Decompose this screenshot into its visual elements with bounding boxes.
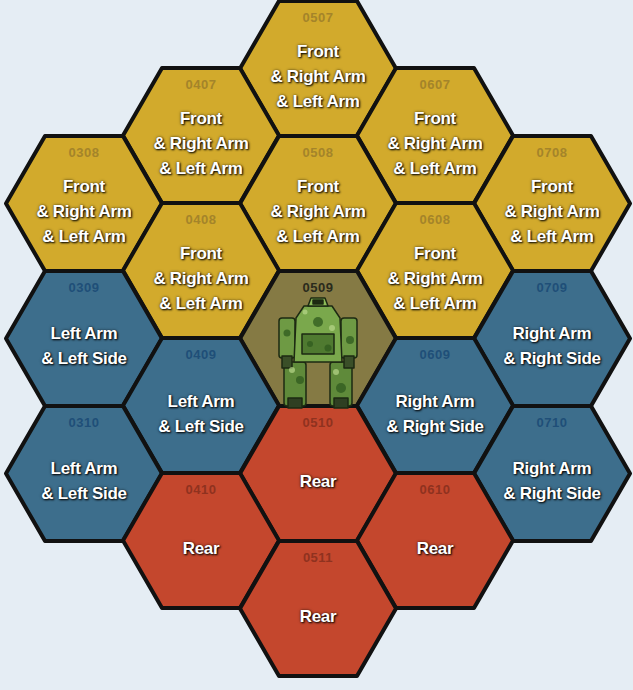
hex-number: 0610 <box>357 482 513 497</box>
arc-label: Right Arm & Right Side <box>482 456 622 506</box>
hex-number: 0710 <box>474 415 630 430</box>
hex-number: 0309 <box>6 280 162 295</box>
hex-number: 0507 <box>240 10 396 25</box>
arc-label: Front & Right Arm & Left Arm <box>131 106 271 181</box>
arc-label: Rear <box>131 536 271 561</box>
arc-label: Left Arm & Left Side <box>14 456 154 506</box>
arc-label: Front & Right Arm & Left Arm <box>248 39 388 114</box>
arc-label: Rear <box>248 604 388 629</box>
arc-label: Front & Right Arm & Left Arm <box>14 174 154 249</box>
hex-number: 0608 <box>357 212 513 227</box>
hex-number: 0409 <box>123 347 279 362</box>
hex-cell: 0511Rear <box>240 541 396 676</box>
arc-label: Rear <box>248 469 388 494</box>
hex-number: 0708 <box>474 145 630 160</box>
arc-label: Right Arm & Right Side <box>365 389 505 439</box>
hex-number: 0308 <box>6 145 162 160</box>
arc-label: Rear <box>365 536 505 561</box>
arc-label: Front & Right Arm & Left Arm <box>248 174 388 249</box>
arc-label: Front & Right Arm & Left Arm <box>131 241 271 316</box>
hex-number: 0508 <box>240 145 396 160</box>
hex-number: 0407 <box>123 77 279 92</box>
hex-number: 0511 <box>240 550 396 565</box>
hex-number: 0509 <box>240 280 396 295</box>
hex-number: 0408 <box>123 212 279 227</box>
hex-number: 0709 <box>474 280 630 295</box>
hex-number: 0607 <box>357 77 513 92</box>
hex-number: 0609 <box>357 347 513 362</box>
arc-label: Front & Right Arm & Left Arm <box>365 106 505 181</box>
hex-number: 0310 <box>6 415 162 430</box>
arc-label: Front & Right Arm & Left Arm <box>482 174 622 249</box>
arc-label: Front & Right Arm & Left Arm <box>365 241 505 316</box>
hex-number: 0410 <box>123 482 279 497</box>
arc-label: Right Arm & Right Side <box>482 321 622 371</box>
arc-label: Left Arm & Left Side <box>14 321 154 371</box>
arc-label: Left Arm & Left Side <box>131 389 271 439</box>
hex-number: 0510 <box>240 415 396 430</box>
